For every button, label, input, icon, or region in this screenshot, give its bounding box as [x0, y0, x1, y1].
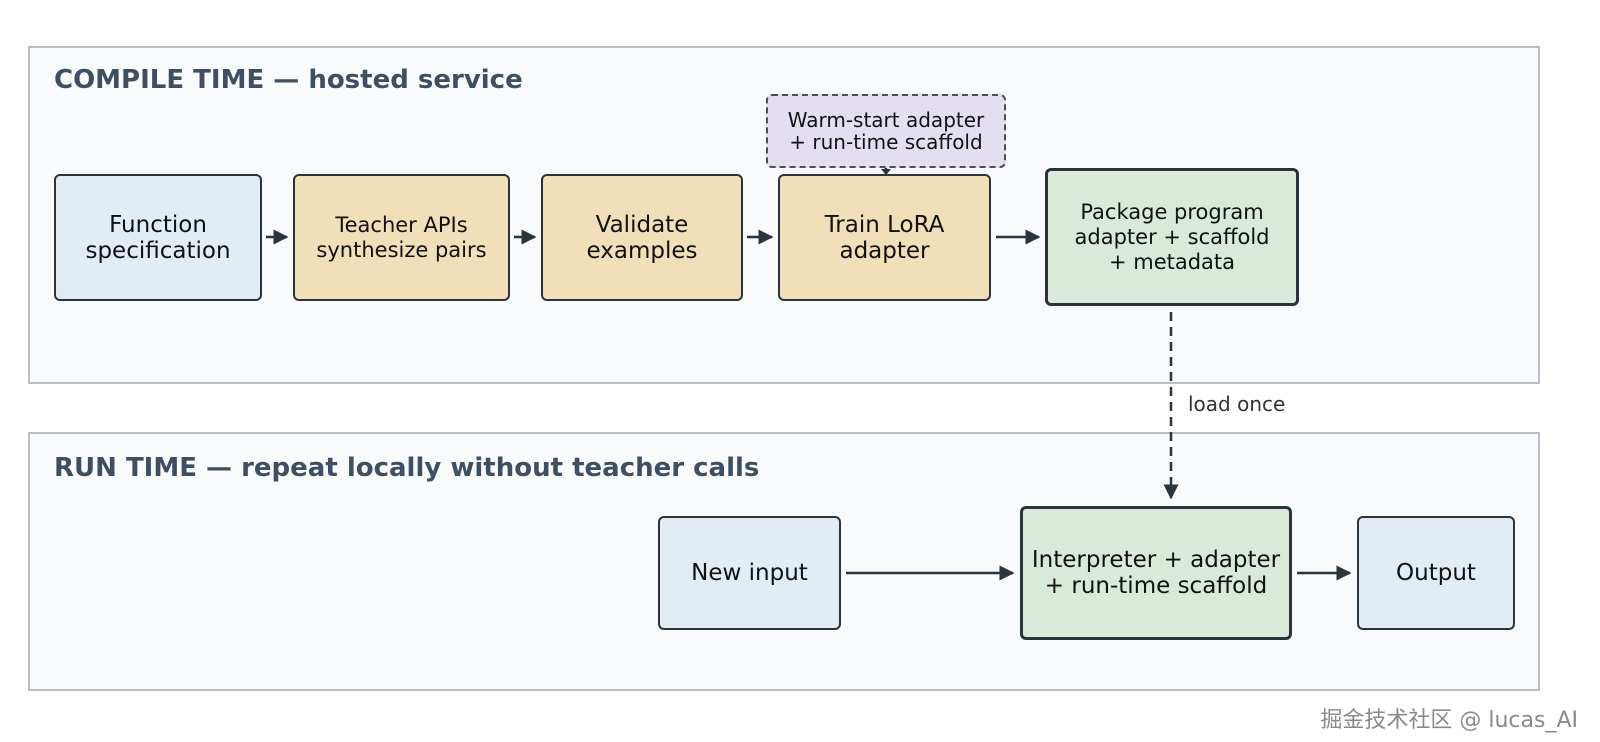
new-input-box: New input	[658, 516, 841, 630]
teacher-apis-box: Teacher APIs synthesize pairs	[293, 174, 510, 301]
function-specification-box: Function specification	[54, 174, 262, 301]
package-program-box: Package program adapter + scaffold + met…	[1045, 168, 1299, 306]
compile-time-title: COMPILE TIME — hosted service	[54, 65, 523, 95]
watermark: 掘金技术社区 @ lucas_AI	[1320, 708, 1578, 733]
warm-start-arrowhead	[881, 169, 891, 175]
run-time-title: RUN TIME — repeat locally without teache…	[54, 453, 760, 483]
warm-start-box: Warm-start adapter + run-time scaffold	[766, 94, 1006, 168]
train-lora-box: Train LoRA adapter	[778, 174, 991, 301]
output-box: Output	[1357, 516, 1515, 630]
load-once-label: load once	[1188, 392, 1286, 416]
validate-examples-box: Validate examples	[541, 174, 743, 301]
interpreter-box: Interpreter + adapter + run-time scaffol…	[1020, 506, 1292, 640]
